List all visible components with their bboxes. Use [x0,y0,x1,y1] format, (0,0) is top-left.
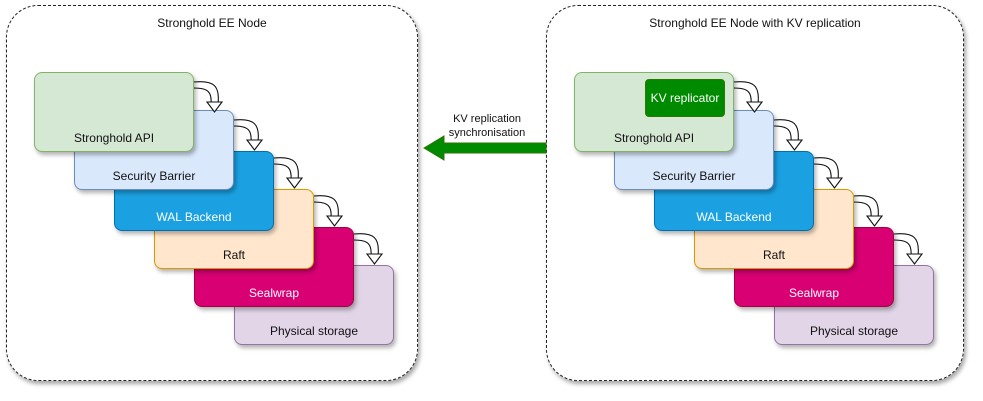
flow-curl-arrow-icon [733,81,764,113]
flow-curl-arrow-icon [273,157,304,189]
layer-wal-backend-label: WAL Backend [696,210,772,224]
flow-curl-arrow-icon [193,81,224,113]
layer-sealwrap-label: Sealwrap [788,286,840,300]
layer-raft-label: Raft [762,248,785,262]
node-left-title: Stronghold EE Node [157,16,267,30]
layer-raft-label: Raft [222,248,245,262]
layer-security-barrier-label: Security Barrier [652,169,736,183]
kv-replicator-box: KV replicator [645,79,725,117]
layer-sealwrap-label: Sealwrap [248,286,300,300]
flow-curl-arrow-icon [353,233,384,265]
layer-stronghold-api-label: Stronghold API [73,131,155,145]
flow-curl-arrow-icon [893,233,924,265]
sync-arrow-shape [423,135,547,161]
layer-stronghold-api: KV replicator Stronghold API [574,72,734,152]
layer-wal-backend-label: WAL Backend [156,210,232,224]
layer-physical-storage-label: Physical storage [809,324,899,338]
sync-label: KV replication synchronisation [432,112,542,140]
flow-curl-arrow-icon [853,195,884,227]
node-right-title: Stronghold EE Node with KV replication [649,16,861,30]
sync-arrow [423,135,547,161]
layer-stronghold-api-label: Stronghold API [613,131,695,145]
layer-stronghold-api: Stronghold API [34,72,194,152]
layer-physical-storage-label: Physical storage [269,324,359,338]
layer-security-barrier-label: Security Barrier [112,169,196,183]
flow-curl-arrow-icon [233,119,264,151]
flow-curl-arrow-icon [813,157,844,189]
flow-curl-arrow-icon [313,195,344,227]
sync-label-line2: synchronisation [448,127,526,139]
flow-curl-arrow-icon [773,119,804,151]
sync-label-line1: KV replication [453,113,521,125]
